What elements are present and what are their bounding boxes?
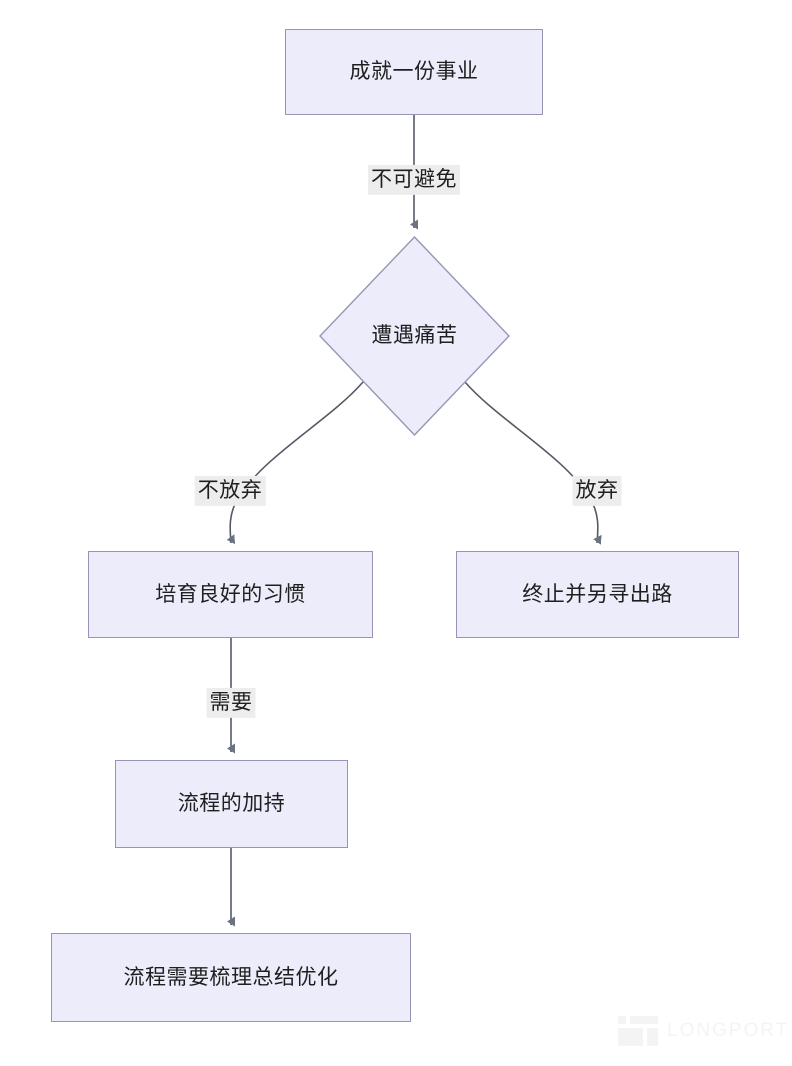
watermark-text: LONGPORT [667,1020,790,1041]
node-process-label: 流程的加持 [177,792,286,816]
edge-label-give-up: 放弃 [572,475,622,507]
edge-label-inevitable: 不可避免 [368,164,460,196]
node-habit[interactable]: 培育良好的习惯 [88,551,373,638]
longport-logo-icon [618,1016,658,1046]
diamond-shape [319,236,510,436]
node-refine-label: 流程需要梳理总结优化 [123,965,339,989]
node-refine[interactable]: 流程需要梳理总结优化 [51,933,411,1022]
node-process[interactable]: 流程的加持 [115,760,348,848]
edge-label-not-give-up: 不放弃 [194,475,266,507]
node-quit[interactable]: 终止并另寻出路 [456,551,739,638]
node-start[interactable]: 成就一份事业 [285,29,543,115]
edge-label-need: 需要 [206,687,256,719]
node-pain[interactable]: 遭遇痛苦 [319,236,510,436]
watermark: LONGPORT [618,1016,789,1046]
node-pain-label: 遭遇痛苦 [371,324,458,348]
node-habit-label: 培育良好的习惯 [155,582,306,606]
node-start-label: 成就一份事业 [349,60,479,84]
node-quit-label: 终止并另寻出路 [522,582,673,606]
